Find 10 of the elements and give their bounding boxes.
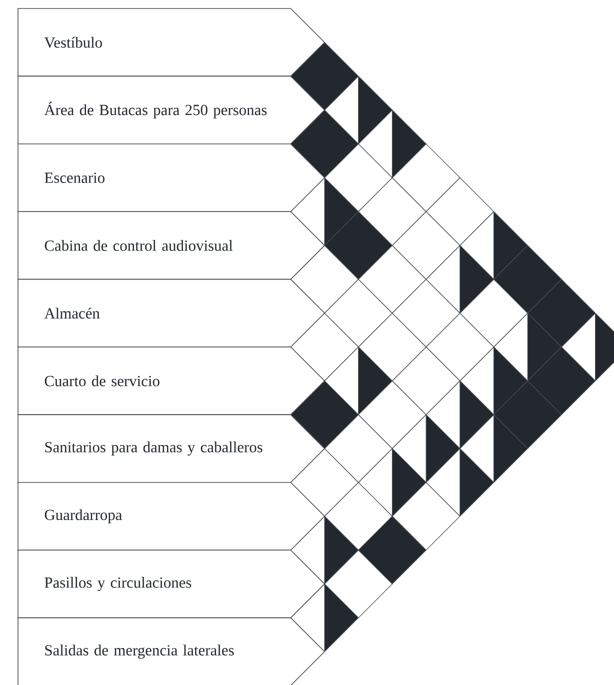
row-label-box: Área de Butacas para 250 personas [18, 76, 326, 144]
row-label-box: Cabina de control audiovisual [18, 211, 326, 280]
row-label-box: Pasillos y circulaciones [18, 550, 326, 618]
row-label-box: Cuarto de servicio [18, 346, 326, 416]
row-label-box: Vestíbulo [18, 8, 326, 77]
row-label-box: Salidas de mergencia laterales [18, 617, 326, 685]
row-label-box: Guardarropa [18, 482, 326, 550]
row-label-box: Sanitarios para damas y caballeros [18, 414, 326, 483]
row-label-box: Escenario [18, 144, 326, 212]
row-label-box: Almacén [18, 278, 326, 348]
